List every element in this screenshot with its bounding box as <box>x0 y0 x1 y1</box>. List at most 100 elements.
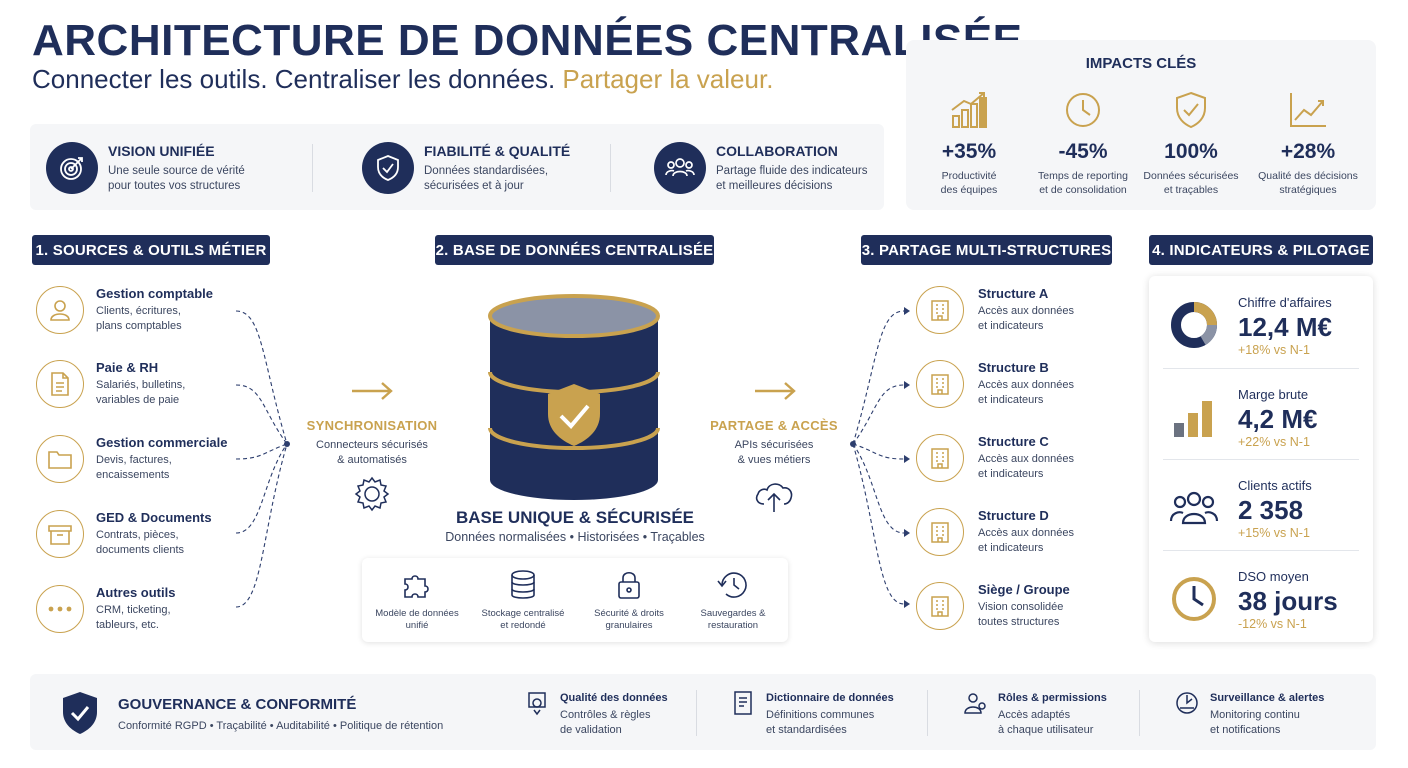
governance-item-desc: Monitoring continu <box>1210 709 1300 721</box>
document-icon <box>36 360 84 408</box>
building-icon <box>916 582 964 630</box>
structure-desc: Accès aux données <box>978 527 1075 539</box>
benefit-vision: VISION UNIFIÉE Une seule source de vérit… <box>46 140 245 196</box>
benefits-strip: VISION UNIFIÉE Une seule source de vérit… <box>30 124 884 210</box>
dictionary-icon <box>730 690 756 716</box>
governance-item-title: Qualité des données <box>560 692 668 704</box>
structure-title: Structure C <box>978 434 1049 449</box>
structure-desc: et indicateurs <box>978 320 1044 332</box>
governance-item-desc: et standardisées <box>766 724 847 736</box>
quality-badge-icon <box>524 690 550 716</box>
benefit-desc-line: pour toutes vos structures <box>108 179 241 192</box>
impact-label: Temps de reporting <box>1038 170 1128 182</box>
source-title: Gestion comptable <box>96 286 214 301</box>
more-dots-icon <box>36 585 84 633</box>
source-other: Autres outils CRM, ticketing,tableurs, e… <box>36 585 256 635</box>
feature-label: Sécurité & droits <box>594 608 664 619</box>
user-icon <box>36 286 84 334</box>
benefit-desc-line: Une seule source de vérité <box>108 164 245 177</box>
structure-desc: Vision consolidée <box>978 601 1064 613</box>
benefit-title: FIABILITÉ & QUALITÉ <box>424 142 571 159</box>
database-subtitle: Données normalisées • Historisées • Traç… <box>445 530 705 544</box>
source-title: Gestion commerciale <box>96 435 228 450</box>
impact-label: Données sécurisées <box>1143 170 1239 182</box>
benefit-title: COLLABORATION <box>716 142 838 159</box>
feature-item: Sauvegardes &restauration <box>680 568 786 632</box>
impact-label: Qualité des décisions <box>1258 170 1358 182</box>
source-desc: plans comptables <box>96 320 182 332</box>
kpi-dso: DSO moyen 38 jours -12% vs N-1 <box>1149 554 1373 644</box>
source-desc: Salariés, bulletins, <box>96 379 186 391</box>
kpi-label: Clients actifs <box>1238 478 1312 493</box>
impact-value: 100% <box>1164 140 1218 163</box>
divider <box>927 690 928 736</box>
folder-icon <box>36 435 84 483</box>
feature-label: unifié <box>405 620 429 631</box>
governance-title: GOUVERNANCE & CONFORMITÉ <box>118 696 357 713</box>
divider <box>1139 690 1140 736</box>
kpi-gross-margin: Marge brute 4,2 M€ +22% vs N-1 <box>1149 372 1373 462</box>
kpi-change: +18% vs N-1 <box>1238 343 1310 357</box>
bar-chart-icon <box>1167 390 1221 444</box>
source-desc: Clients, écritures, <box>96 305 181 317</box>
feature-label: restauration <box>707 620 759 631</box>
source-desc: encaissements <box>96 469 170 481</box>
feature-label: Modèle de données <box>375 608 459 619</box>
building-icon <box>916 434 964 482</box>
benefit-collaboration: COLLABORATION Partage fluide des indicat… <box>654 140 868 196</box>
impact-label: et traçables <box>1163 184 1219 196</box>
kpi-change: -12% vs N-1 <box>1238 617 1307 631</box>
divider <box>696 690 697 736</box>
structure-desc: toutes structures <box>978 616 1060 628</box>
governance-item-title: Rôles & permissions <box>998 692 1107 704</box>
share-desc: APIs sécurisées <box>734 439 814 451</box>
impact-value: +35% <box>941 140 997 163</box>
kpi-value: 38 jours <box>1238 586 1338 616</box>
structure-desc: Accès aux données <box>978 453 1075 465</box>
building-icon <box>916 286 964 334</box>
benefit-title: VISION UNIFIÉE <box>108 142 215 159</box>
structure-desc: Accès aux données <box>978 379 1075 391</box>
kpi-label: DSO moyen <box>1238 569 1309 584</box>
impact-label: et de consolidation <box>1039 184 1127 196</box>
source-desc: CRM, ticketing, <box>96 604 171 616</box>
structure-desc: et indicateurs <box>978 468 1044 480</box>
kpi-change: +15% vs N-1 <box>1238 526 1310 540</box>
governance-item-desc: Accès adaptés <box>998 709 1071 721</box>
impact-item: 100% Données sécurisées et traçables <box>1136 88 1246 197</box>
feature-label: granulaires <box>605 620 653 631</box>
feature-label: Sauvegardes & <box>700 608 766 619</box>
sync-desc: Connecteurs sécurisés <box>316 439 428 451</box>
divider <box>1163 550 1359 551</box>
structure-title: Structure D <box>978 508 1049 523</box>
benefit-desc-line: Données standardisées, <box>424 164 549 177</box>
governance-item-desc: Définitions communes <box>766 709 875 721</box>
kpi-active-clients: Clients actifs 2 358 +15% vs N-1 <box>1149 463 1373 553</box>
archive-box-icon <box>36 510 84 558</box>
shield-check-icon <box>362 142 414 194</box>
shield-check-icon <box>60 690 100 741</box>
source-title: GED & Documents <box>96 510 212 525</box>
benefit-desc-line: sécurisées et à jour <box>424 179 524 192</box>
sync-desc: & automatisés <box>337 454 407 466</box>
target-icon <box>46 142 98 194</box>
section-header-sources: 1. SOURCES & OUTILS MÉTIER <box>32 235 270 265</box>
database-title: BASE UNIQUE & SÉCURISÉE <box>455 508 695 527</box>
users-group-icon <box>1167 481 1221 535</box>
impact-label: Productivité <box>941 170 997 182</box>
structure-title: Siège / Groupe <box>978 582 1070 597</box>
subtitle-accent: Partager la valeur. <box>562 64 774 94</box>
clock-icon <box>1028 88 1138 132</box>
source-title: Autres outils <box>96 585 176 600</box>
kpi-panel: Chiffre d'affaires 12,4 M€ +18% vs N-1 M… <box>1149 276 1373 642</box>
